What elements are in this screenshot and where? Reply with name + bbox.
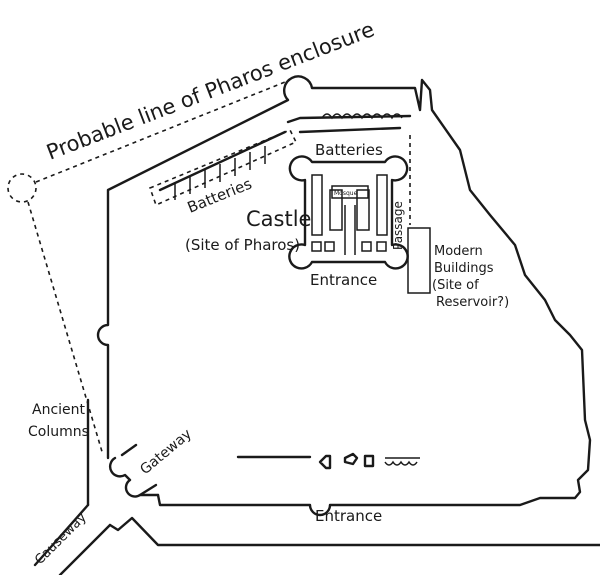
castle-entrance-label: Entrance [310, 271, 377, 289]
modern-buildings [407, 227, 431, 294]
south-entrance-label: Entrance [315, 507, 382, 525]
crenellations [321, 113, 403, 120]
passage-label: Passage [391, 201, 405, 250]
batteries-block [148, 128, 298, 207]
modern-buildings-label-4: Reservoir?) [436, 295, 509, 310]
causeway-label: Causeway [32, 510, 90, 568]
gateway [108, 443, 160, 498]
outer-wall [96, 75, 592, 517]
ancient-columns-label-1: Ancient [32, 402, 86, 418]
castle [288, 155, 409, 270]
modern-buildings-label-1: Modern [434, 244, 483, 259]
ancient-columns-label-2: Columns [28, 424, 89, 440]
site-of-pharos-label: (Site of Pharos) [185, 236, 300, 254]
batteries-upper-label: Batteries [315, 141, 383, 159]
causeway [33, 398, 600, 575]
modern-buildings-label-3: (Site of [432, 278, 479, 293]
modern-buildings-label-2: Buildings [434, 261, 494, 276]
ancient-remains-row [236, 452, 420, 470]
probable-enclosure-line [7, 79, 291, 456]
castle-label: Castle [246, 207, 311, 231]
gateway-label: Gateway [137, 426, 195, 478]
mosque-label: Mosque [334, 190, 358, 197]
